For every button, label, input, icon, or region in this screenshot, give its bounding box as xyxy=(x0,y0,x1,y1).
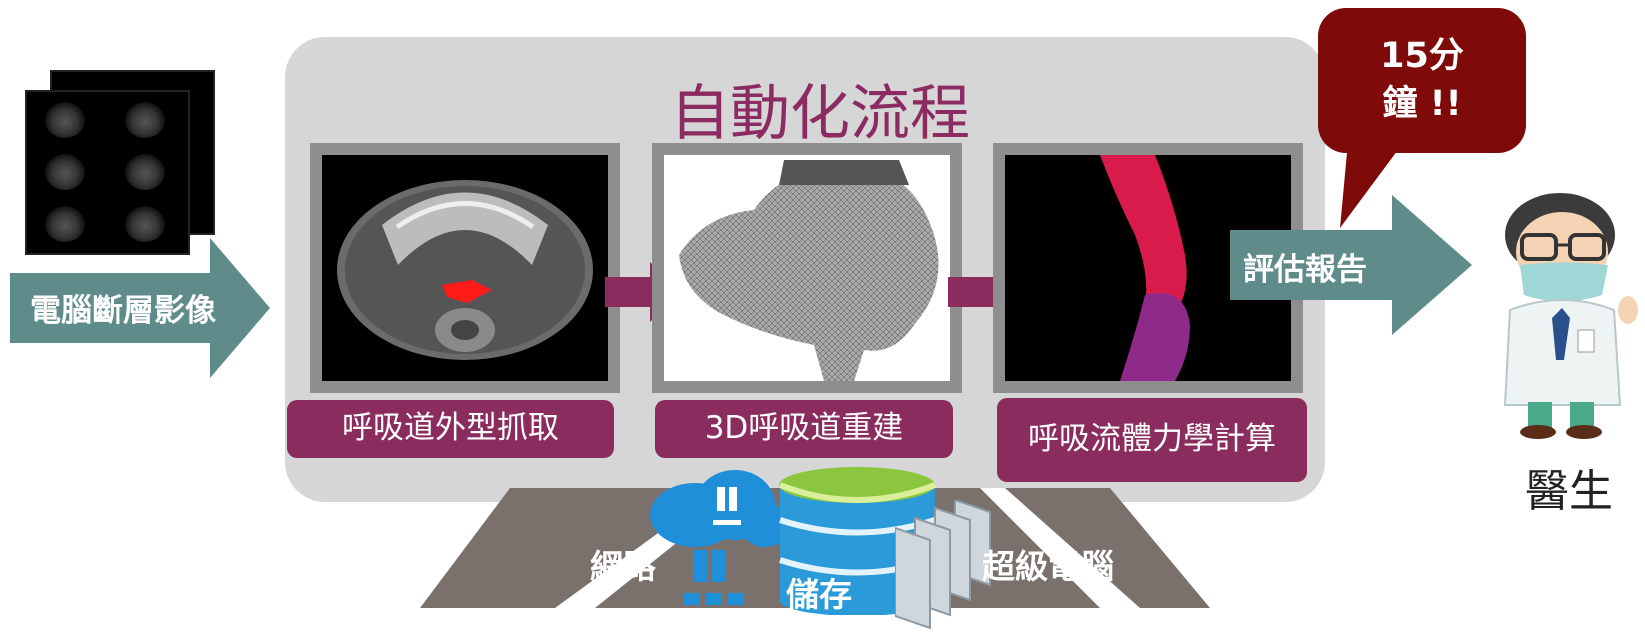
doctor-illustration xyxy=(1503,193,1638,439)
3d-airway-model xyxy=(679,160,939,381)
output-arrow-label: 評估報告 xyxy=(1243,252,1367,288)
cloud-icon xyxy=(650,470,790,547)
input-arrow xyxy=(10,238,270,378)
supercomputer-label: 超級電腦 xyxy=(982,547,1114,586)
airflow-simulation-image xyxy=(1100,155,1190,381)
ct-slice-image xyxy=(337,180,593,360)
ct-slice xyxy=(125,102,165,138)
step-label-airway-segmentation: 呼吸道外型抓取 xyxy=(287,400,614,458)
server-icon xyxy=(684,550,744,605)
step-label-cfd: 呼吸流體力學計算 xyxy=(997,398,1307,482)
ct-card-front xyxy=(25,90,190,255)
time-callout-line1: 15分 xyxy=(1380,36,1464,77)
storage-label: 儲存 xyxy=(786,575,852,614)
airway-segmentation-frame xyxy=(310,143,620,393)
ct-slice xyxy=(125,206,165,242)
output-arrow xyxy=(1230,195,1472,335)
panel-title: 自動化流程 xyxy=(670,79,970,149)
doctor-label: 醫生 xyxy=(1525,466,1613,517)
step-label-3d-reconstruction: 3D呼吸道重建 xyxy=(655,400,953,458)
supercomputer-icon xyxy=(895,500,991,630)
network-label: 網路 xyxy=(590,547,656,586)
ct-slice xyxy=(45,154,85,190)
time-callout-line2: 鐘 !! xyxy=(1382,83,1462,124)
ct-slice xyxy=(45,206,85,242)
ct-slice xyxy=(125,154,165,190)
time-callout: 15分 鐘 !! xyxy=(1318,8,1526,153)
ct-slice xyxy=(45,102,85,138)
input-arrow-label: 電腦斷層影像 xyxy=(30,293,216,329)
reconstruction-frame xyxy=(652,143,962,393)
